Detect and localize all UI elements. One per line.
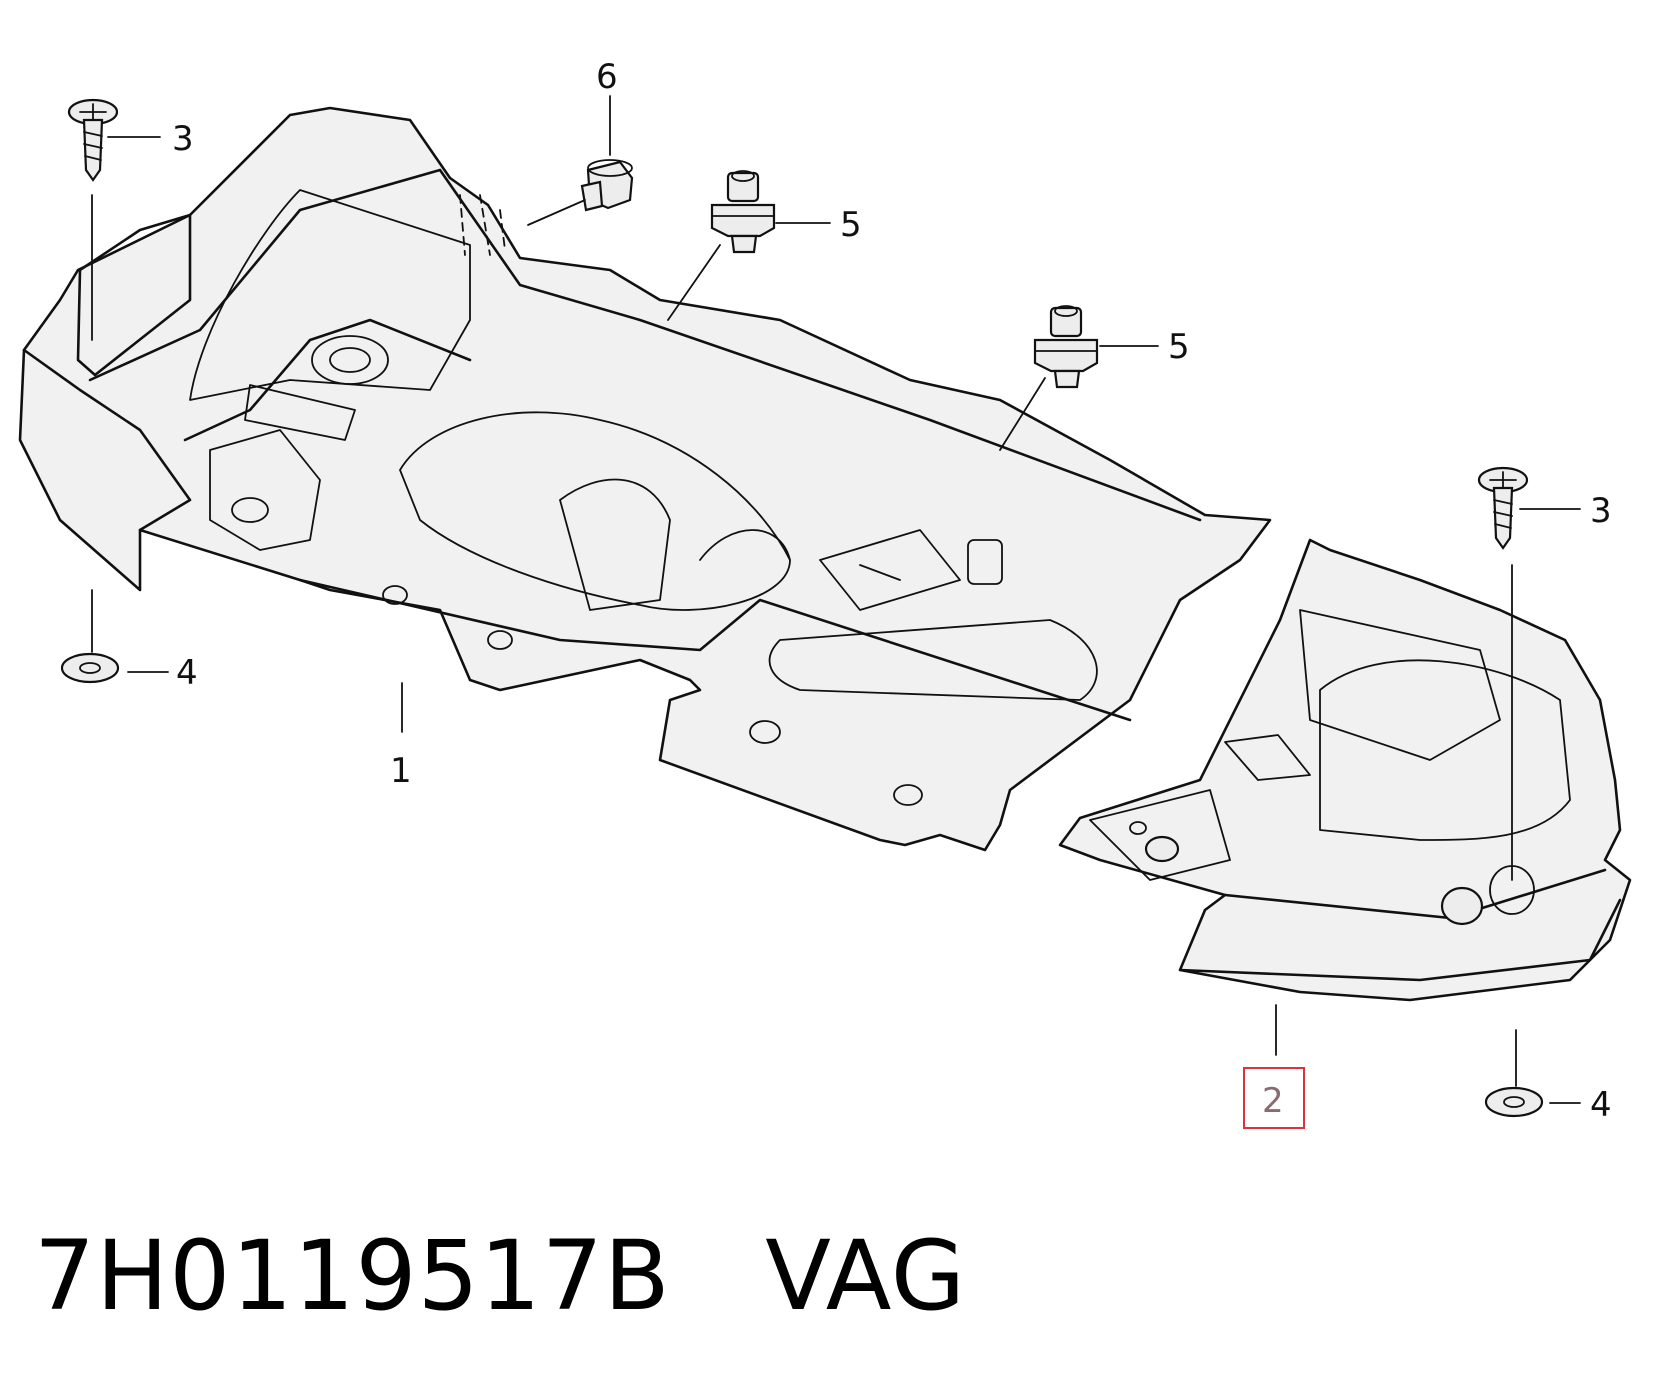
part-number: 7H0119517B [34,1220,671,1332]
callout-clip-a: 5 [840,205,862,245]
nut-right [1484,1029,1581,1118]
callout-screw-right: 3 [1590,491,1612,531]
nut-left [60,589,169,684]
callout-grommet: 6 [596,57,618,97]
callout-panel-2-highlight: 2 [1243,1067,1305,1129]
clip-b [999,305,1159,451]
callout-panel-2: 2 [1262,1081,1284,1121]
brand-label: VAG [765,1220,967,1332]
panel-1-insulation [18,106,1272,852]
screw-left [67,98,161,341]
clip-a [667,170,831,321]
part-number-caption: 7H0119517B VAG [34,1228,966,1324]
callout-nut-right: 4 [1590,1085,1612,1125]
panel-2-insulation [1058,538,1632,1002]
screw-right [1477,466,1581,881]
callout-panel-1: 1 [390,751,412,791]
callout-nut-left: 4 [176,653,198,693]
grommet [527,95,634,226]
highlight-box [1243,1067,1305,1129]
callout-screw-left: 3 [172,119,194,159]
callout-clip-b: 5 [1168,327,1190,367]
